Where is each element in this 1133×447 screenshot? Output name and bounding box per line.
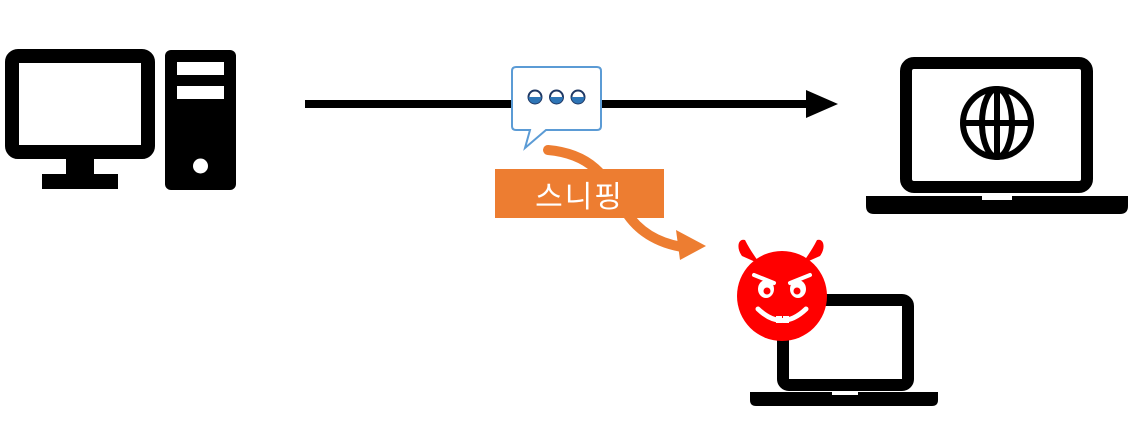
- typing-dots-icon: [527, 89, 586, 105]
- laptop-globe-icon: [866, 57, 1128, 214]
- laptop-icon: [750, 294, 938, 406]
- sniffing-label: 스니핑: [495, 169, 664, 218]
- speech-bubble-icon: [511, 66, 602, 151]
- devil-face-icon: [737, 239, 827, 341]
- globe-icon: [960, 86, 1034, 160]
- desktop-computer-icon: [5, 49, 236, 190]
